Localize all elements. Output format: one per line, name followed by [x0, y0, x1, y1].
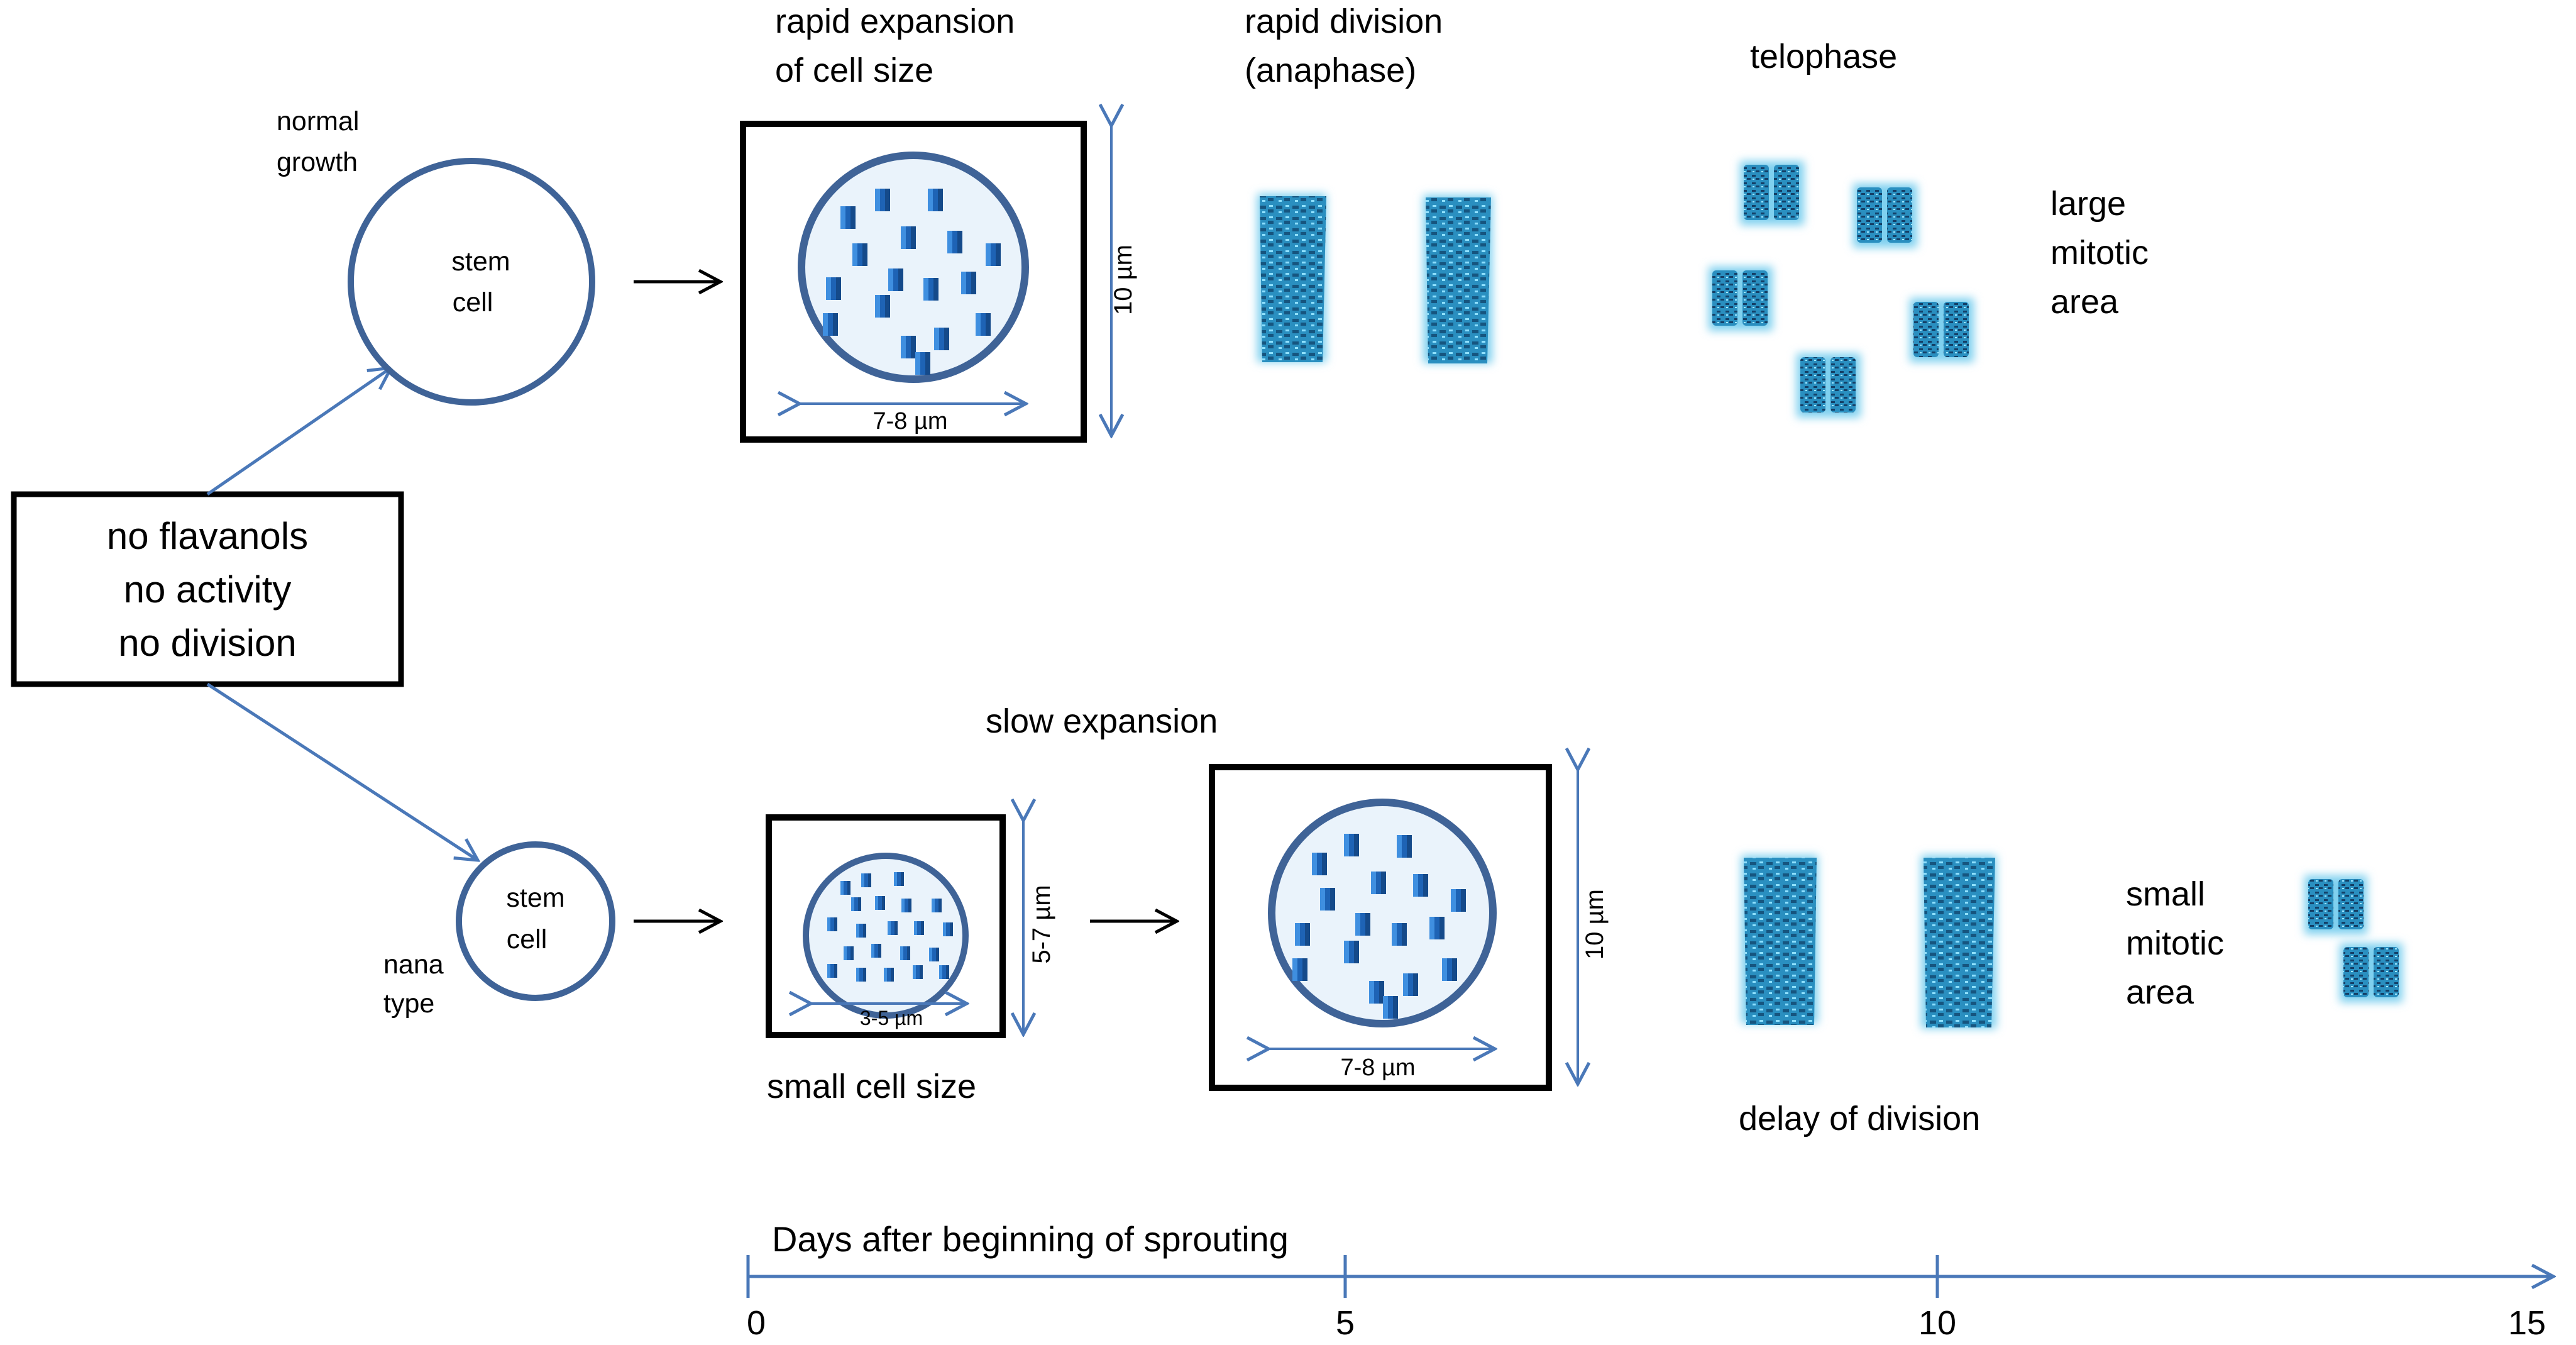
anaphase-chromosome-right — [1423, 195, 1492, 363]
slow-expansion-title: slow expansion — [986, 702, 1218, 740]
expanded-nana-cell-nucleus — [1268, 799, 1497, 1027]
timeline-label-10: 10 — [1918, 1304, 1956, 1342]
height-label-small: 5-7 µm — [1028, 885, 1055, 963]
telophase-pair-2 — [1853, 184, 1917, 248]
timeline-title: Days after beginning of sprouting — [772, 1219, 1289, 1259]
small-pair-1 — [2304, 875, 2367, 934]
height-label-normal: 10 µm — [1109, 245, 1137, 315]
branch-arrow-nana — [206, 682, 478, 860]
stem-cell-normal — [348, 158, 595, 406]
anaphase-chromosome-left — [1257, 194, 1326, 362]
large-mitotic-area-3: area — [2050, 283, 2119, 321]
normal-growth-label-2: growth — [277, 147, 358, 177]
timeline-label-0: 0 — [747, 1304, 766, 1342]
source-box-line-1: no flavanols — [107, 515, 308, 557]
telophase-pair-3 — [1709, 267, 1773, 331]
rapid-division-title-1: rapid division — [1245, 3, 1443, 40]
small-mitotic-area-1: small — [2126, 875, 2205, 913]
rapid-expansion-title-1: rapid expansion — [775, 3, 1015, 40]
top-branch: normal growth stem cell rapid expansion … — [277, 3, 2149, 443]
normal-growth-label-1: normal — [277, 106, 359, 136]
stem-cell-normal-label-2: cell — [453, 287, 493, 318]
rapid-division-title-2: (anaphase) — [1245, 52, 1416, 89]
delay-of-division-caption: delay of division — [1739, 1100, 1980, 1137]
telophase-pair-4 — [1910, 298, 1974, 362]
source-box-line-3: no division — [118, 622, 297, 664]
large-mitotic-area-1: large — [2050, 185, 2126, 223]
telophase-pair-1 — [1740, 161, 1804, 225]
height-label-large: 10 µm — [1581, 889, 1609, 960]
source-box-frame — [11, 491, 404, 687]
branch-arrow-normal — [206, 368, 391, 496]
delayed-chromosome-right — [1921, 855, 1996, 1029]
large-mitotic-area-2: mitotic — [2050, 234, 2149, 272]
timeline: Days after beginning of sprouting 0 5 10… — [746, 1219, 2553, 1342]
expanded-cell-nucleus — [798, 152, 1029, 383]
stem-cell-nana — [456, 841, 615, 1001]
stem-cell-nana-label-2: cell — [507, 924, 548, 955]
delayed-chromosome-left — [1741, 855, 1818, 1025]
small-mitotic-area-3: area — [2126, 973, 2194, 1011]
small-telophase-pairs — [2304, 875, 2403, 1002]
source-box: no flavanols no activity no division — [11, 491, 404, 687]
small-mitotic-area-2: mitotic — [2126, 924, 2224, 962]
source-box-line-2: no activity — [124, 568, 292, 611]
stem-cell-normal-label-1: stem — [451, 246, 510, 277]
width-label-large: 7-8 µm — [1340, 1054, 1415, 1081]
telophase-title: telophase — [1750, 38, 1897, 75]
stem-cell-nana-label-1: stem — [506, 883, 564, 913]
rapid-expansion-title-2: of cell size — [775, 52, 933, 89]
small-cell-size-caption: small cell size — [767, 1068, 976, 1105]
timeline-label-5: 5 — [1336, 1304, 1355, 1342]
nana-type-label-2: type — [383, 988, 434, 1019]
small-pair-2 — [2340, 943, 2403, 1002]
small-cell-nucleus — [803, 853, 969, 1019]
width-label-normal: 7-8 µm — [872, 408, 947, 434]
telophase-chromosome-pairs — [1709, 161, 1974, 418]
nana-type-label-1: nana — [383, 949, 444, 980]
width-label-small: 3-5 µm — [860, 1007, 923, 1029]
bottom-branch: stem cell nana type 3-5 µm 5-7 µm small … — [383, 702, 2403, 1137]
timeline-label-15: 15 — [2508, 1304, 2546, 1342]
telophase-pair-5 — [1797, 353, 1861, 418]
